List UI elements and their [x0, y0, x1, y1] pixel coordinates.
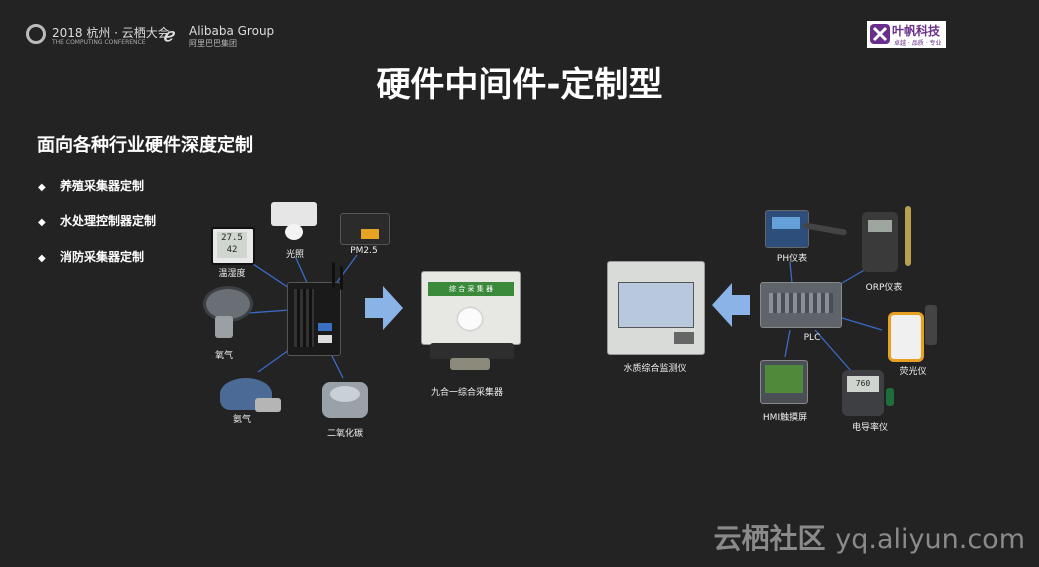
device-label: ORP仪表: [865, 283, 903, 293]
fluorometer-device: [888, 312, 924, 362]
device-label: HMI触摸屏: [762, 413, 808, 423]
conductivity-probe: [886, 388, 894, 406]
bullet-text: 养殖采集器定制: [60, 179, 145, 193]
collector-label: 九合一综合采集器: [430, 388, 504, 398]
alibaba-name: Alibaba Group: [189, 24, 275, 38]
diamond-bullet-icon: ◆: [38, 253, 46, 264]
collector-probe: [450, 358, 490, 370]
sensor-label: 氧气: [214, 351, 234, 361]
sensor-label: 温湿度: [218, 269, 246, 279]
bullet-text: 消防采集器定制: [60, 250, 145, 264]
conference-logo: 2018 杭州 · 云栖大会 THE COMPUTING CONFERENCE: [26, 22, 170, 48]
watermark-cn: 云栖社区: [713, 522, 826, 555]
fluorometer-probe: [925, 305, 937, 345]
conductivity-meter-device: 760: [842, 370, 884, 416]
diamond-bullet-icon: ◆: [38, 182, 46, 193]
sensor-label: 氨气: [232, 415, 252, 425]
connector-line: [784, 329, 791, 358]
company-name: 叶帆科技: [892, 24, 941, 38]
hmi-touchscreen-device: [760, 360, 808, 404]
company-slogan: 卓越 · 品质 · 专业: [894, 40, 942, 47]
connector-line: [249, 261, 293, 291]
connector-line: [334, 254, 358, 286]
light-sensor-dome: [285, 224, 303, 240]
ammonia-sensor-probe: [255, 398, 281, 412]
bullet-item: ◆ 养殖采集器定制: [38, 177, 144, 194]
ph-meter-device: [765, 210, 809, 248]
collector-dome: [458, 308, 482, 330]
slide-subtitle: 面向各种行业硬件深度定制: [37, 135, 253, 156]
device-label: 电导率仪: [851, 423, 889, 433]
alibaba-logo-icon: ℯ: [163, 25, 174, 46]
gateway-device: [287, 282, 341, 356]
orp-meter-device: [862, 212, 898, 272]
collector-panel: 综 合 采 集 器: [428, 282, 514, 296]
conference-logo-icon: [26, 24, 46, 44]
monitor-keypad: [674, 332, 694, 344]
alibaba-cn-name: 阿里巴巴集团: [189, 39, 237, 48]
plc-device: [760, 282, 842, 328]
watermark-en: yq.aliyun.com: [835, 524, 1025, 555]
monitor-screen: [618, 282, 694, 328]
bullet-item: ◆ 消防采集器定制: [38, 248, 144, 265]
gateway-antenna: [332, 262, 335, 288]
device-label: PH仪表: [776, 254, 808, 264]
monitor-label: 水质综合监测仪: [623, 364, 687, 374]
flow-arrow-icon: [365, 286, 403, 330]
light-sensor-device: [271, 202, 317, 226]
company-logo-icon: [870, 24, 890, 44]
orp-probe: [905, 206, 911, 266]
connector-line: [329, 351, 344, 379]
device-label: PLC: [803, 333, 821, 343]
connector-line: [295, 257, 309, 286]
collector-box: 综 合 采 集 器: [421, 271, 521, 345]
diamond-bullet-icon: ◆: [38, 217, 46, 228]
collector-connectors: [430, 343, 514, 359]
flow-arrow-icon: [712, 283, 750, 327]
connector-line: [789, 261, 793, 284]
conference-subtitle: THE COMPUTING CONFERENCE: [52, 39, 146, 46]
sensor-label: 二氧化碳: [326, 429, 364, 439]
connector-line: [247, 309, 291, 314]
device-label: 荧光仪: [899, 367, 927, 377]
sensor-label: PM2.5: [350, 246, 378, 256]
conference-title: 2018 杭州 · 云栖大会: [52, 26, 170, 40]
oxygen-sensor-probe: [215, 316, 233, 338]
co2-sensor-device: [322, 382, 368, 418]
slide-title: 硬件中间件-定制型: [376, 65, 663, 105]
watermark: 云栖社区 yq.aliyun.com: [714, 517, 1025, 557]
water-quality-monitor: [607, 261, 705, 355]
alibaba-logo: ℯ Alibaba Group 阿里巴巴集团: [163, 22, 283, 48]
sensor-label: 光照: [285, 250, 305, 260]
company-logo: 叶帆科技 卓越 · 品质 · 专业: [867, 21, 946, 48]
pm25-sensor-device: [340, 213, 390, 245]
gateway-antenna: [340, 266, 343, 290]
bullet-item: ◆ 水处理控制器定制: [38, 212, 156, 229]
bullet-text: 水处理控制器定制: [60, 214, 157, 228]
connector-line: [814, 329, 853, 373]
